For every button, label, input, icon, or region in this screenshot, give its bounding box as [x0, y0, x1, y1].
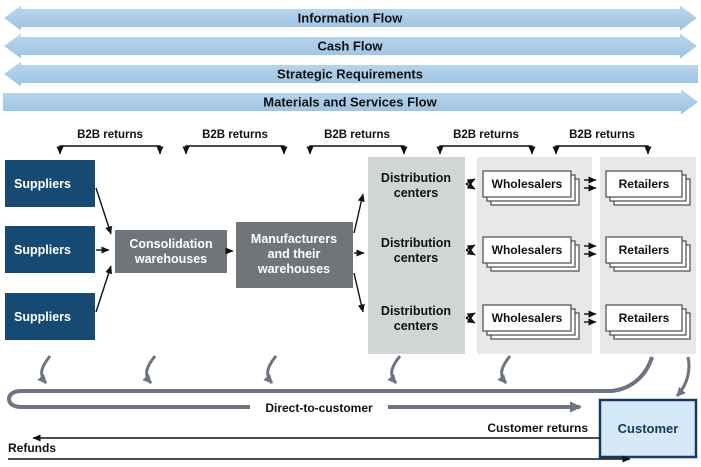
- materials-services-flow-label: Materials and Services Flow: [263, 95, 437, 110]
- customer-box: Customer: [598, 398, 698, 459]
- flow-arrow-information: Information Flow: [4, 5, 697, 31]
- manufacturers-label-line3: warehouses: [257, 262, 330, 276]
- consolidation-to-direct-arrow: [142, 355, 157, 384]
- flow-arrow-strategic-requirements: Strategic Requirements: [4, 61, 698, 87]
- suppliers-group: Suppliers Suppliers Suppliers: [5, 160, 95, 340]
- distribution-to-direct-arrow: [387, 355, 402, 384]
- direct-label-mask: [250, 399, 388, 415]
- customer-returns-label: Customer returns: [487, 421, 588, 435]
- distribution-label-1b: centers: [394, 186, 439, 200]
- customer-rect: [598, 398, 698, 459]
- flow-arrow-cash: Cash Flow: [4, 33, 697, 59]
- suppliers-box-2: [5, 226, 95, 273]
- wholesalers-labels: Wholesalers Wholesalers Wholesalers: [492, 177, 563, 325]
- refunds-label: Refunds: [8, 441, 56, 455]
- manufacturers-label-line2: and their: [268, 247, 321, 261]
- retailers-label-2: Retailers: [619, 243, 670, 257]
- wholesalers-label-3: Wholesalers: [492, 311, 563, 325]
- b2b-returns-label-5: B2B returns: [569, 129, 635, 141]
- b2b-returns-label-1: B2B returns: [77, 129, 143, 141]
- retailers-label-1: Retailers: [619, 177, 670, 191]
- wholesalers-box-1: [482, 170, 580, 206]
- suppliers-label-1: Suppliers: [14, 177, 71, 191]
- b2b-returns-bracket-1: [56, 145, 164, 155]
- manufacturers-label-line1: Manufacturers: [251, 232, 337, 246]
- b2b-returns-row: [56, 145, 652, 155]
- b2b-returns-bracket-3: [306, 145, 408, 155]
- wholesalers-label-2: Wholesalers: [492, 243, 563, 257]
- arrow-suppliers3-consolidation: [95, 265, 113, 313]
- b2b-returns-bracket-2: [182, 145, 288, 155]
- arrow-manufacturers-distribution3: [353, 272, 365, 313]
- retailers-box-2: [605, 236, 691, 272]
- suppliers-label-2: Suppliers: [14, 243, 71, 257]
- wholesalers-box-3: [482, 304, 580, 340]
- consolidation-label-line2: warehouses: [134, 252, 207, 266]
- suppliers-box-3: [5, 293, 95, 340]
- retailers-label-3: Retailers: [619, 311, 670, 325]
- suppliers-box-1: [5, 160, 95, 207]
- b2b-returns-bracket-4: [436, 145, 536, 155]
- distribution-label-1a: Distribution: [381, 171, 451, 185]
- arrow-manufacturers-distribution1: [353, 193, 365, 234]
- b2b-returns-label-2: B2B returns: [202, 129, 268, 141]
- materials-services-arrow-shape: [3, 89, 698, 115]
- cash-flow-label: Cash Flow: [317, 39, 383, 54]
- consolidation-rect: [115, 230, 227, 273]
- distribution-label-3a: Distribution: [381, 304, 451, 318]
- cash-flow-arrow-shape: [4, 33, 697, 59]
- wholesalers-box-2: [482, 236, 580, 272]
- suppliers-label-3: Suppliers: [14, 310, 71, 324]
- arrow-distribution1-wholesalers-up: [465, 178, 476, 186]
- distribution-centers-labels: Distribution centers Distribution center…: [381, 171, 451, 333]
- manufacturers-box: Manufacturers and their warehouses: [236, 222, 353, 288]
- bottom-return-arrows: [8, 434, 631, 463]
- wholesalers-label-1: Wholesalers: [492, 177, 563, 191]
- strategic-requirements-arrow-shape: [4, 61, 698, 87]
- direct-to-customer-arrow: [6, 356, 654, 413]
- manufacturers-to-direct-arrow: [263, 355, 278, 384]
- b2b-returns-label-4: B2B returns: [453, 129, 519, 141]
- manufacturers-rect: [236, 222, 353, 288]
- consolidation-warehouses-box: Consolidation warehouses: [115, 230, 227, 273]
- b2b-returns-labels: B2B returns B2B returns B2B returns B2B …: [77, 129, 635, 141]
- arrow-distribution2-wholesalers-down: [465, 248, 476, 256]
- direct-channel-arrows: [6, 355, 691, 413]
- direct-to-customer-label: Direct-to-customer: [265, 401, 373, 415]
- retailers-labels: Retailers Retailers Retailers: [619, 177, 670, 325]
- retailers-group: [605, 170, 691, 340]
- customer-label: Customer: [618, 421, 679, 436]
- information-flow-label: Information Flow: [298, 11, 404, 26]
- arrow-distribution1-wholesalers-down: [465, 182, 476, 190]
- flow-connector-arrows: [95, 176, 597, 326]
- distribution-centers-column: [368, 157, 465, 354]
- consolidation-label-line1: Consolidation: [129, 237, 212, 251]
- flow-arrow-materials-services: Materials and Services Flow: [3, 89, 698, 115]
- retailers-box-1: [605, 170, 691, 206]
- distribution-label-3b: centers: [394, 319, 439, 333]
- wholesalers-group: [482, 170, 580, 340]
- retailers-to-customer-arrow: [675, 356, 691, 398]
- b2b-returns-label-3: B2B returns: [324, 129, 390, 141]
- b2b-returns-bracket-5: [552, 145, 652, 155]
- arrow-distribution3-wholesalers-down: [465, 316, 476, 324]
- arrow-distribution3-wholesalers-up: [465, 312, 476, 320]
- suppliers-to-direct-arrow: [37, 355, 52, 384]
- information-flow-arrow-shape: [4, 5, 697, 31]
- strategic-requirements-label: Strategic Requirements: [277, 67, 423, 82]
- distribution-label-2b: centers: [394, 251, 439, 265]
- retailers-box-3: [605, 304, 691, 340]
- arrow-distribution2-wholesalers-up: [465, 244, 476, 252]
- wholesalers-to-direct-arrow: [497, 355, 512, 384]
- arrow-suppliers1-consolidation: [95, 187, 113, 235]
- distribution-label-2a: Distribution: [381, 236, 451, 250]
